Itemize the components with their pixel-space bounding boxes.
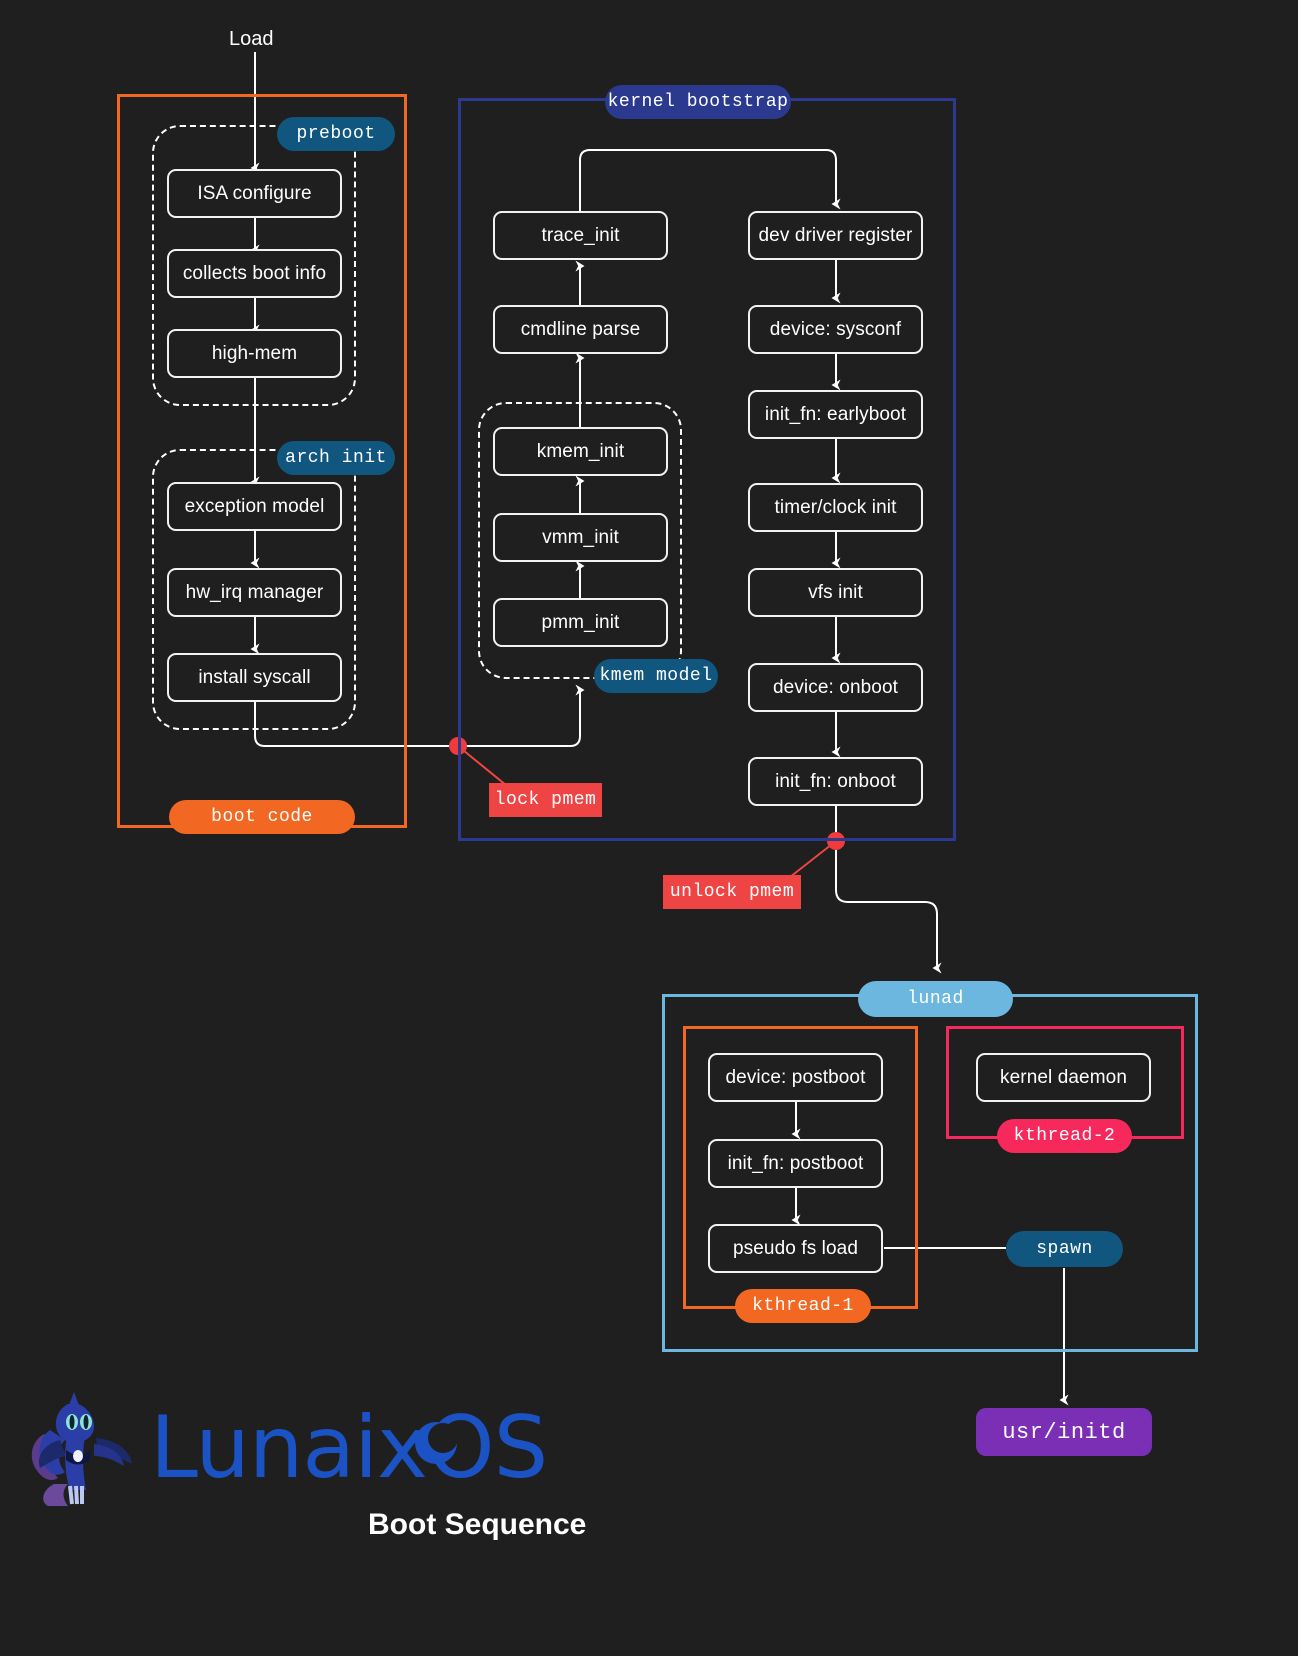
- node-vfs-init[interactable]: vfs init: [748, 568, 923, 617]
- node-pmm-init[interactable]: pmm_init: [493, 598, 668, 647]
- group-preboot: [152, 125, 356, 406]
- node-kmem-init[interactable]: kmem_init: [493, 427, 668, 476]
- group-kmem-model: [478, 402, 682, 679]
- group-preboot-label: preboot: [277, 117, 395, 151]
- node-device-sysconf[interactable]: device: sysconf: [748, 305, 923, 354]
- group-arch-init: [152, 449, 356, 730]
- luna-mascot-icon: [31, 1392, 132, 1506]
- node-exception-model[interactable]: exception model: [167, 482, 342, 531]
- group-kernel-bootstrap-label: kernel bootstrap: [605, 85, 791, 119]
- node-device-postboot[interactable]: device: postboot: [708, 1053, 883, 1102]
- annotation-unlock-pmem: unlock pmem: [663, 875, 801, 909]
- node-cmdline-parse[interactable]: cmdline parse: [493, 305, 668, 354]
- entry-label: Load: [229, 28, 274, 50]
- group-kthread-2-label: kthread-2: [997, 1119, 1132, 1153]
- group-kthread-1-label: kthread-1: [735, 1289, 871, 1323]
- node-dev-driver-register[interactable]: dev driver register: [748, 211, 923, 260]
- node-timer-clock-init[interactable]: timer/clock init: [748, 483, 923, 532]
- node-kernel-daemon[interactable]: kernel daemon: [976, 1053, 1151, 1102]
- page-title: Boot Sequence: [368, 1508, 587, 1541]
- group-lunad-label: lunad: [858, 981, 1013, 1017]
- annotation-lock-pmem: lock pmem: [489, 783, 602, 817]
- group-arch-init-label: arch init: [277, 441, 395, 475]
- node-trace-init[interactable]: trace_init: [493, 211, 668, 260]
- node-hw-irq-manager[interactable]: hw_irq manager: [167, 568, 342, 617]
- annotation-spawn: spawn: [1006, 1231, 1123, 1267]
- node-install-syscall[interactable]: install syscall: [167, 653, 342, 702]
- group-boot-code-label: boot code: [169, 800, 355, 834]
- node-device-onboot[interactable]: device: onboot: [748, 663, 923, 712]
- node-vmm-init[interactable]: vmm_init: [493, 513, 668, 562]
- node-isa-configure[interactable]: ISA configure: [167, 169, 342, 218]
- wordmark: LunaixOS: [150, 1398, 548, 1498]
- node-init-fn-earlyboot[interactable]: init_fn: earlyboot: [748, 390, 923, 439]
- wordmark-text: LunaixOS: [150, 1398, 548, 1498]
- node-init-fn-postboot[interactable]: init_fn: postboot: [708, 1139, 883, 1188]
- group-kmem-model-label: kmem model: [594, 659, 718, 693]
- node-collects-boot-info[interactable]: collects boot info: [167, 249, 342, 298]
- node-high-mem[interactable]: high-mem: [167, 329, 342, 378]
- node-init-fn-onboot[interactable]: init_fn: onboot: [748, 757, 923, 806]
- moon-in-o-icon: [415, 1422, 458, 1464]
- annotation-usr-initd[interactable]: usr/initd: [976, 1408, 1152, 1456]
- node-pseudo-fs-load[interactable]: pseudo fs load: [708, 1224, 883, 1273]
